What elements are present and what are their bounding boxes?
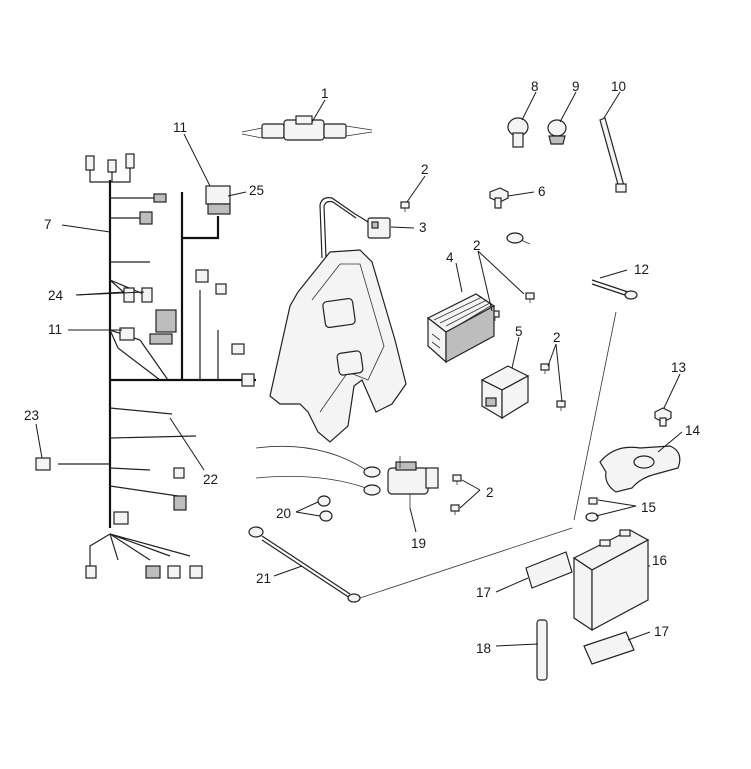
part-15-fasteners <box>585 497 599 522</box>
part-5-module-box <box>480 365 530 420</box>
part-6-bolt <box>489 187 509 209</box>
part-2-screws <box>400 201 566 515</box>
callout-3: 3 <box>419 220 427 235</box>
callout-19: 19 <box>411 536 426 551</box>
mounting-panel <box>269 249 407 443</box>
callout-13: 13 <box>671 360 686 375</box>
part-17-pad-upper <box>525 551 573 589</box>
callout-11: 11 <box>48 322 62 337</box>
callout-2: 2 <box>421 162 429 177</box>
callout-20: 20 <box>276 506 291 521</box>
callout-17: 17 <box>654 624 669 639</box>
callout-8: 8 <box>531 79 539 94</box>
part-18-vent-tube <box>536 619 548 681</box>
part-10-cable-tie <box>599 117 627 193</box>
callout-9: 9 <box>572 79 580 94</box>
callout-18: 18 <box>476 641 491 656</box>
callout-23: 23 <box>24 408 39 423</box>
ring-terminal-small <box>506 232 531 245</box>
part-8-key-switch <box>507 117 529 148</box>
callout-21: 21 <box>256 571 271 586</box>
part-13-bolt <box>654 407 672 427</box>
callout-15: 15 <box>641 500 656 515</box>
part-19-relay <box>387 456 439 508</box>
part-9-switch <box>547 119 567 145</box>
callout-4: 4 <box>446 250 454 265</box>
callout-10: 10 <box>611 79 626 94</box>
callout-2: 2 <box>553 330 561 345</box>
part-14-bracket <box>599 445 681 493</box>
callout-2: 2 <box>486 485 494 500</box>
callout-16: 16 <box>652 553 667 568</box>
part-17-pad-lower <box>583 631 635 665</box>
cable-run-12 <box>573 311 617 521</box>
callout-17: 17 <box>476 585 491 600</box>
part-1-fuse-holder <box>241 115 373 141</box>
callout-24: 24 <box>48 288 64 303</box>
cable-to-relay-upper <box>255 445 367 471</box>
part-7-wiring-harness <box>35 153 256 579</box>
part-21-battery-cable <box>248 526 573 603</box>
callout-25: 25 <box>249 183 264 198</box>
part-16-battery <box>572 529 650 632</box>
callout-2: 2 <box>473 238 481 253</box>
part-3-sensor-lead <box>319 197 391 259</box>
leader-lines <box>35 91 683 647</box>
relay-terminals <box>363 466 381 496</box>
callout-7: 7 <box>44 217 52 232</box>
part-12-cable <box>591 279 638 300</box>
callout-22: 22 <box>203 472 218 487</box>
part-20-nuts <box>317 495 333 522</box>
callout-11: 11 <box>173 120 187 135</box>
callout-1: 1 <box>321 86 329 101</box>
callout-5: 5 <box>515 324 523 339</box>
part-4-regulator <box>426 293 496 364</box>
callout-6: 6 <box>538 184 546 199</box>
callout-14: 14 <box>685 423 701 438</box>
callout-labels: 1 2 2 2 2 3 4 5 6 7 8 9 10 11 11 12 13 1… <box>24 79 701 656</box>
callout-12: 12 <box>634 262 649 277</box>
cable-to-relay-lower <box>255 475 367 489</box>
